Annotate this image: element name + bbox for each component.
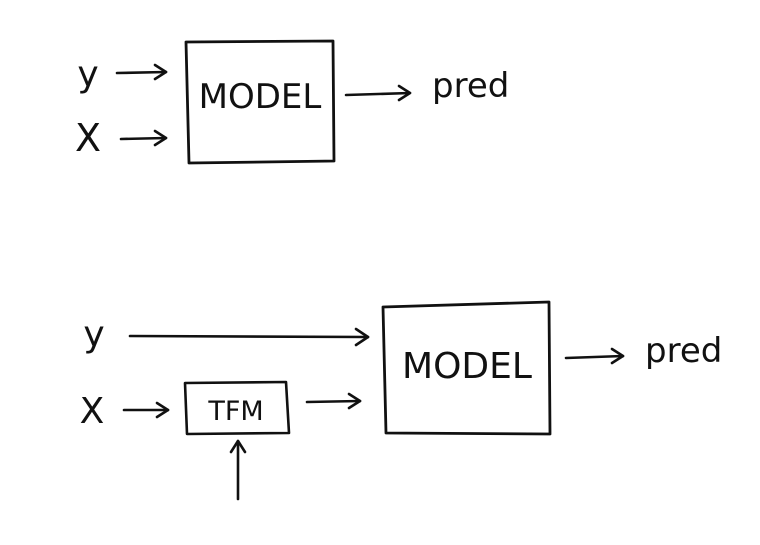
top-arrow-y-to-model	[115, 63, 168, 81]
tfm-label: TFM	[207, 396, 263, 427]
bottom-input-x-label: X	[80, 391, 105, 432]
bottom-model-label: MODEL	[402, 346, 532, 387]
top-output-pred-label: pred	[432, 66, 509, 106]
top-input-x-label: X	[75, 116, 101, 160]
top-arrow-x-to-model	[119, 129, 168, 147]
top-input-y-label: y	[77, 54, 98, 95]
top-diagram: y X MODEL pred	[75, 39, 509, 165]
bottom-arrow-model-to-pred	[564, 347, 625, 365]
top-model-box: MODEL	[184, 39, 336, 165]
bottom-arrow-tfm-to-model	[305, 392, 362, 410]
tfm-parameter-arrow	[229, 439, 247, 501]
bottom-output-pred-label: pred	[645, 331, 722, 371]
bottom-arrow-y-to-model	[128, 327, 370, 347]
tfm-box: TFM	[183, 380, 291, 436]
bottom-model-box: MODEL	[381, 300, 552, 436]
top-arrow-model-to-pred	[344, 84, 412, 102]
bottom-arrow-x-to-tfm	[122, 401, 170, 419]
bottom-input-y-label: y	[83, 314, 104, 355]
top-model-label: MODEL	[199, 77, 322, 117]
bottom-diagram: y X TFM MODEL	[80, 300, 722, 501]
